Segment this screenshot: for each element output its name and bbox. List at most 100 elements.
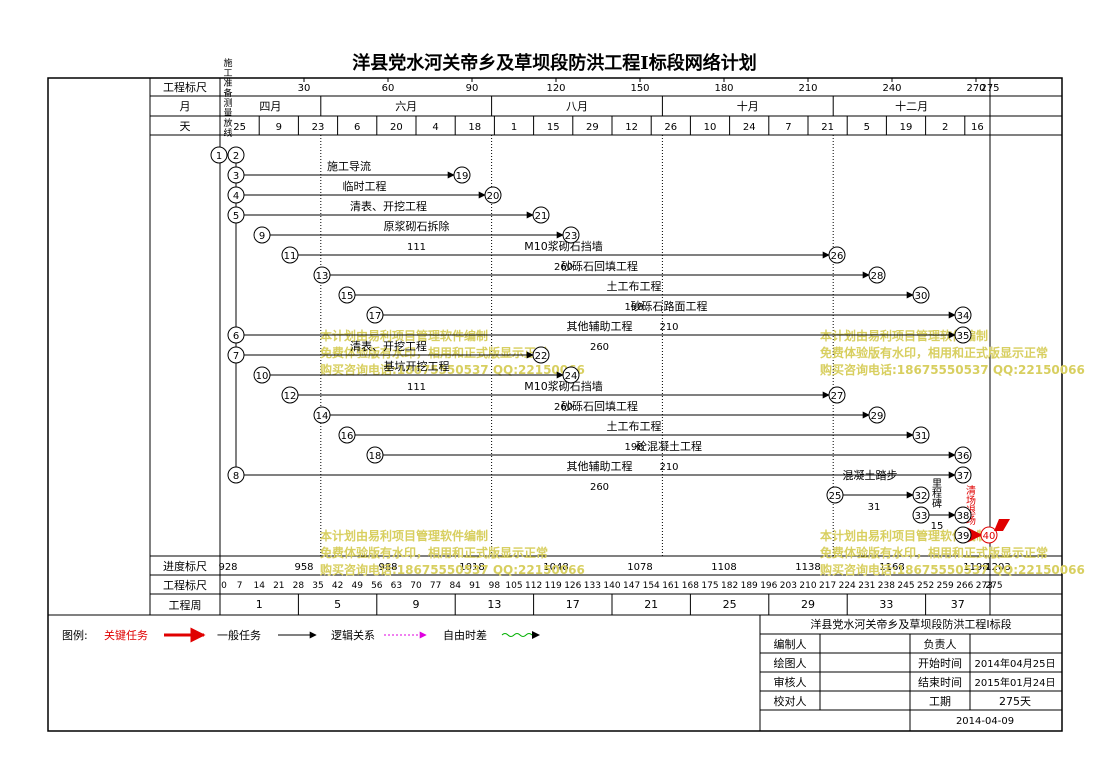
task-name: 混凝土踏步	[843, 468, 898, 482]
node-circle	[954, 466, 972, 484]
day-cell: 23	[312, 122, 325, 133]
node-circle	[912, 506, 930, 524]
task-name-char: 场	[966, 514, 976, 527]
progress-tick: 1078	[627, 562, 652, 573]
progress-tick: 1108	[711, 562, 736, 573]
task-name: 其他辅助工程	[567, 459, 633, 473]
day-cell: 4	[432, 122, 438, 133]
top-scale-tick: 60	[382, 83, 395, 94]
week-cell: 29	[801, 598, 815, 611]
top-scale-tick: 150	[630, 83, 649, 94]
task-name: 砂砾石路面工程	[631, 300, 708, 313]
info-compiler: 编制人	[774, 637, 807, 651]
node-label: 35	[957, 331, 970, 342]
node-label: 23	[565, 231, 578, 242]
bottom-scale-tick: 56	[371, 581, 383, 591]
node-label: 22	[535, 351, 548, 362]
task-duration: 210	[659, 322, 678, 333]
top-scale-tick: 90	[466, 83, 479, 94]
week-cell: 13	[487, 598, 501, 611]
month-cell: 十月	[737, 99, 759, 113]
day-cell: 25	[233, 122, 246, 133]
bottom-scale-tick: 35	[312, 581, 323, 591]
month-label: 月	[180, 100, 191, 113]
progress-scale-label: 进度标尺	[163, 559, 207, 573]
task-duration: 210	[659, 462, 678, 473]
info-start: 2014年04月25日	[975, 657, 1056, 670]
bottom-scale-tick: 266	[956, 581, 973, 591]
watermark-text: 免费体验版有水印，相用和正式版显示正常	[320, 345, 548, 360]
task-duration: 111	[407, 242, 426, 253]
node-circle	[954, 506, 972, 524]
node-label: 6	[233, 331, 239, 342]
node-label: 5	[233, 211, 239, 222]
node-circle	[954, 446, 972, 464]
info-project: 洋县党水河关帝乡及草坝段防洪工程I标段	[810, 617, 1011, 631]
bottom-scale-tick: 77	[430, 581, 441, 591]
info-duration: 275天	[999, 695, 1031, 708]
bottom-scale-tick: 161	[662, 581, 679, 591]
progress-tick: 1138	[795, 562, 820, 573]
top-scale-label: 工程标尺	[163, 80, 207, 94]
info-checker: 校对人	[774, 694, 807, 708]
task-duration: 198	[624, 302, 643, 313]
day-cell: 26	[664, 122, 677, 133]
finish-flag-icon	[994, 519, 1010, 531]
node-circle	[912, 286, 930, 304]
task-name-char: 退	[966, 505, 976, 517]
bottom-scale-tick: 252	[917, 581, 934, 591]
task-duration: 31	[868, 502, 881, 513]
task-duration: 198	[624, 442, 643, 453]
node-circle	[338, 426, 356, 444]
node-label: 11	[284, 251, 297, 262]
legend-logic-label: 逻辑关系	[331, 628, 375, 642]
node-circle	[828, 246, 846, 264]
bottom-scale-tick: 98	[489, 581, 501, 591]
week-cell: 9	[413, 598, 420, 611]
node-circle	[227, 346, 245, 364]
node-label: 19	[456, 171, 469, 182]
task-name-char: 碑	[932, 497, 942, 510]
node-circle	[313, 266, 331, 284]
node-circle	[532, 346, 550, 364]
node-circle	[868, 406, 886, 424]
task-name: 基坑开挖工程	[384, 359, 450, 373]
bottom-scale-tick: 175	[701, 581, 718, 591]
task-name: 清表、开挖工程	[350, 339, 427, 353]
month-cell: 四月	[259, 100, 281, 113]
bottom-scale-tick: 7	[237, 581, 243, 591]
bottom-scale-tick: 210	[799, 581, 816, 591]
node-circle	[227, 206, 245, 224]
legend-normal-label: 一般任务	[217, 629, 261, 642]
node-circle	[562, 366, 580, 384]
node-circle	[227, 186, 245, 204]
task-name: 施工导流	[327, 159, 371, 173]
task-name: 砂砾石回填工程	[561, 399, 638, 413]
legend-float-label: 自由时差	[443, 628, 487, 642]
node-label: 26	[831, 251, 844, 262]
bottom-scale-tick: 231	[858, 581, 875, 591]
node-label: 10	[256, 371, 269, 382]
day-cell: 1	[511, 122, 517, 133]
legend-float-wave	[501, 633, 533, 637]
task-name: 砼混凝土工程	[636, 439, 702, 453]
bottom-scale-tick: 168	[682, 581, 699, 591]
watermark-text: 购买咨询电话:18675550537 QQ:22150066	[820, 562, 1085, 577]
info-drawer: 绘图人	[774, 656, 807, 670]
node-circle	[338, 286, 356, 304]
day-cell: 16	[971, 122, 984, 133]
bottom-scale-tick: 105	[505, 581, 522, 591]
node-label: 28	[871, 271, 884, 282]
node-circle	[227, 326, 245, 344]
day-cell: 9	[276, 122, 282, 133]
node-circle	[954, 306, 972, 324]
node-label: 12	[284, 391, 297, 402]
node-label: 34	[957, 311, 970, 322]
watermark-text: 购买咨询电话:18675550537 QQ:22150066	[320, 362, 585, 377]
node-circle	[912, 486, 930, 504]
start-task-label-char: 工	[223, 69, 232, 79]
node-circle	[313, 406, 331, 424]
task-name-char: 场	[966, 494, 976, 507]
node-circle	[227, 466, 245, 484]
node-circle	[210, 146, 228, 164]
